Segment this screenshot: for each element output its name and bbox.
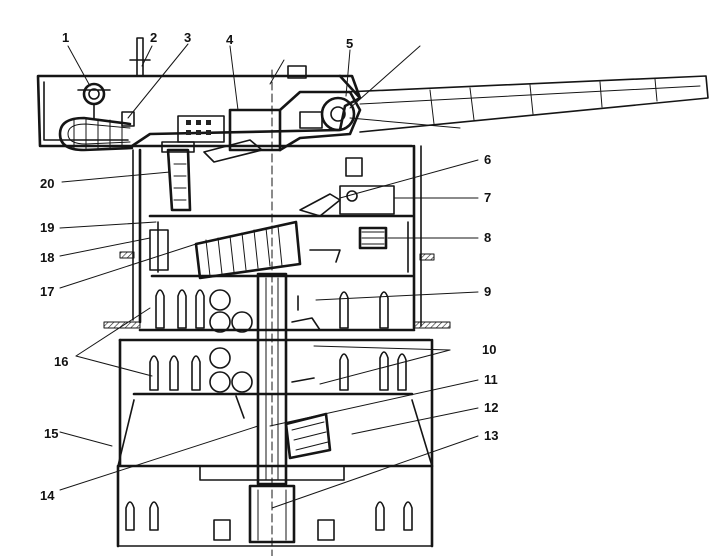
shell-rack-upper <box>155 289 389 329</box>
callout-13: 13 <box>484 428 498 443</box>
sight-lines <box>269 45 461 129</box>
callout-14: 14 <box>40 488 55 503</box>
callout-5: 5 <box>346 36 353 51</box>
callout-3: 3 <box>184 30 191 45</box>
callout-12: 12 <box>484 400 498 415</box>
hoist-trunk <box>116 328 434 548</box>
callout-2: 2 <box>150 30 157 45</box>
callout-20: 20 <box>40 176 54 191</box>
callout-labels: 1 2 3 4 5 6 7 8 9 10 11 12 13 14 15 16 1… <box>40 30 498 503</box>
gun-barrel <box>344 75 709 133</box>
callout-15: 15 <box>44 426 58 441</box>
callout-9: 9 <box>484 284 491 299</box>
callout-7: 7 <box>484 190 491 205</box>
shell-rack-bottom <box>125 501 413 531</box>
callout-17: 17 <box>40 284 54 299</box>
callout-8: 8 <box>484 230 491 245</box>
callout-4: 4 <box>226 32 234 47</box>
misc-details <box>235 295 321 419</box>
callout-10: 10 <box>482 342 496 357</box>
callout-19: 19 <box>40 220 54 235</box>
callout-6: 6 <box>484 152 491 167</box>
callout-16: 16 <box>54 354 68 369</box>
gun-breech <box>177 90 362 163</box>
training-gear <box>299 157 395 263</box>
callout-18: 18 <box>40 250 54 265</box>
feed-tray <box>149 220 302 280</box>
powder-charges <box>209 289 253 393</box>
leader-lines <box>59 43 479 509</box>
callout-11: 11 <box>484 372 498 387</box>
callout-1: 1 <box>62 30 69 45</box>
periscope <box>77 82 111 119</box>
hoist-cage <box>213 412 335 544</box>
shell-rack-lower <box>149 351 407 391</box>
operator-handle <box>161 141 195 212</box>
central-column <box>256 69 288 556</box>
ammo-chain <box>58 111 135 152</box>
